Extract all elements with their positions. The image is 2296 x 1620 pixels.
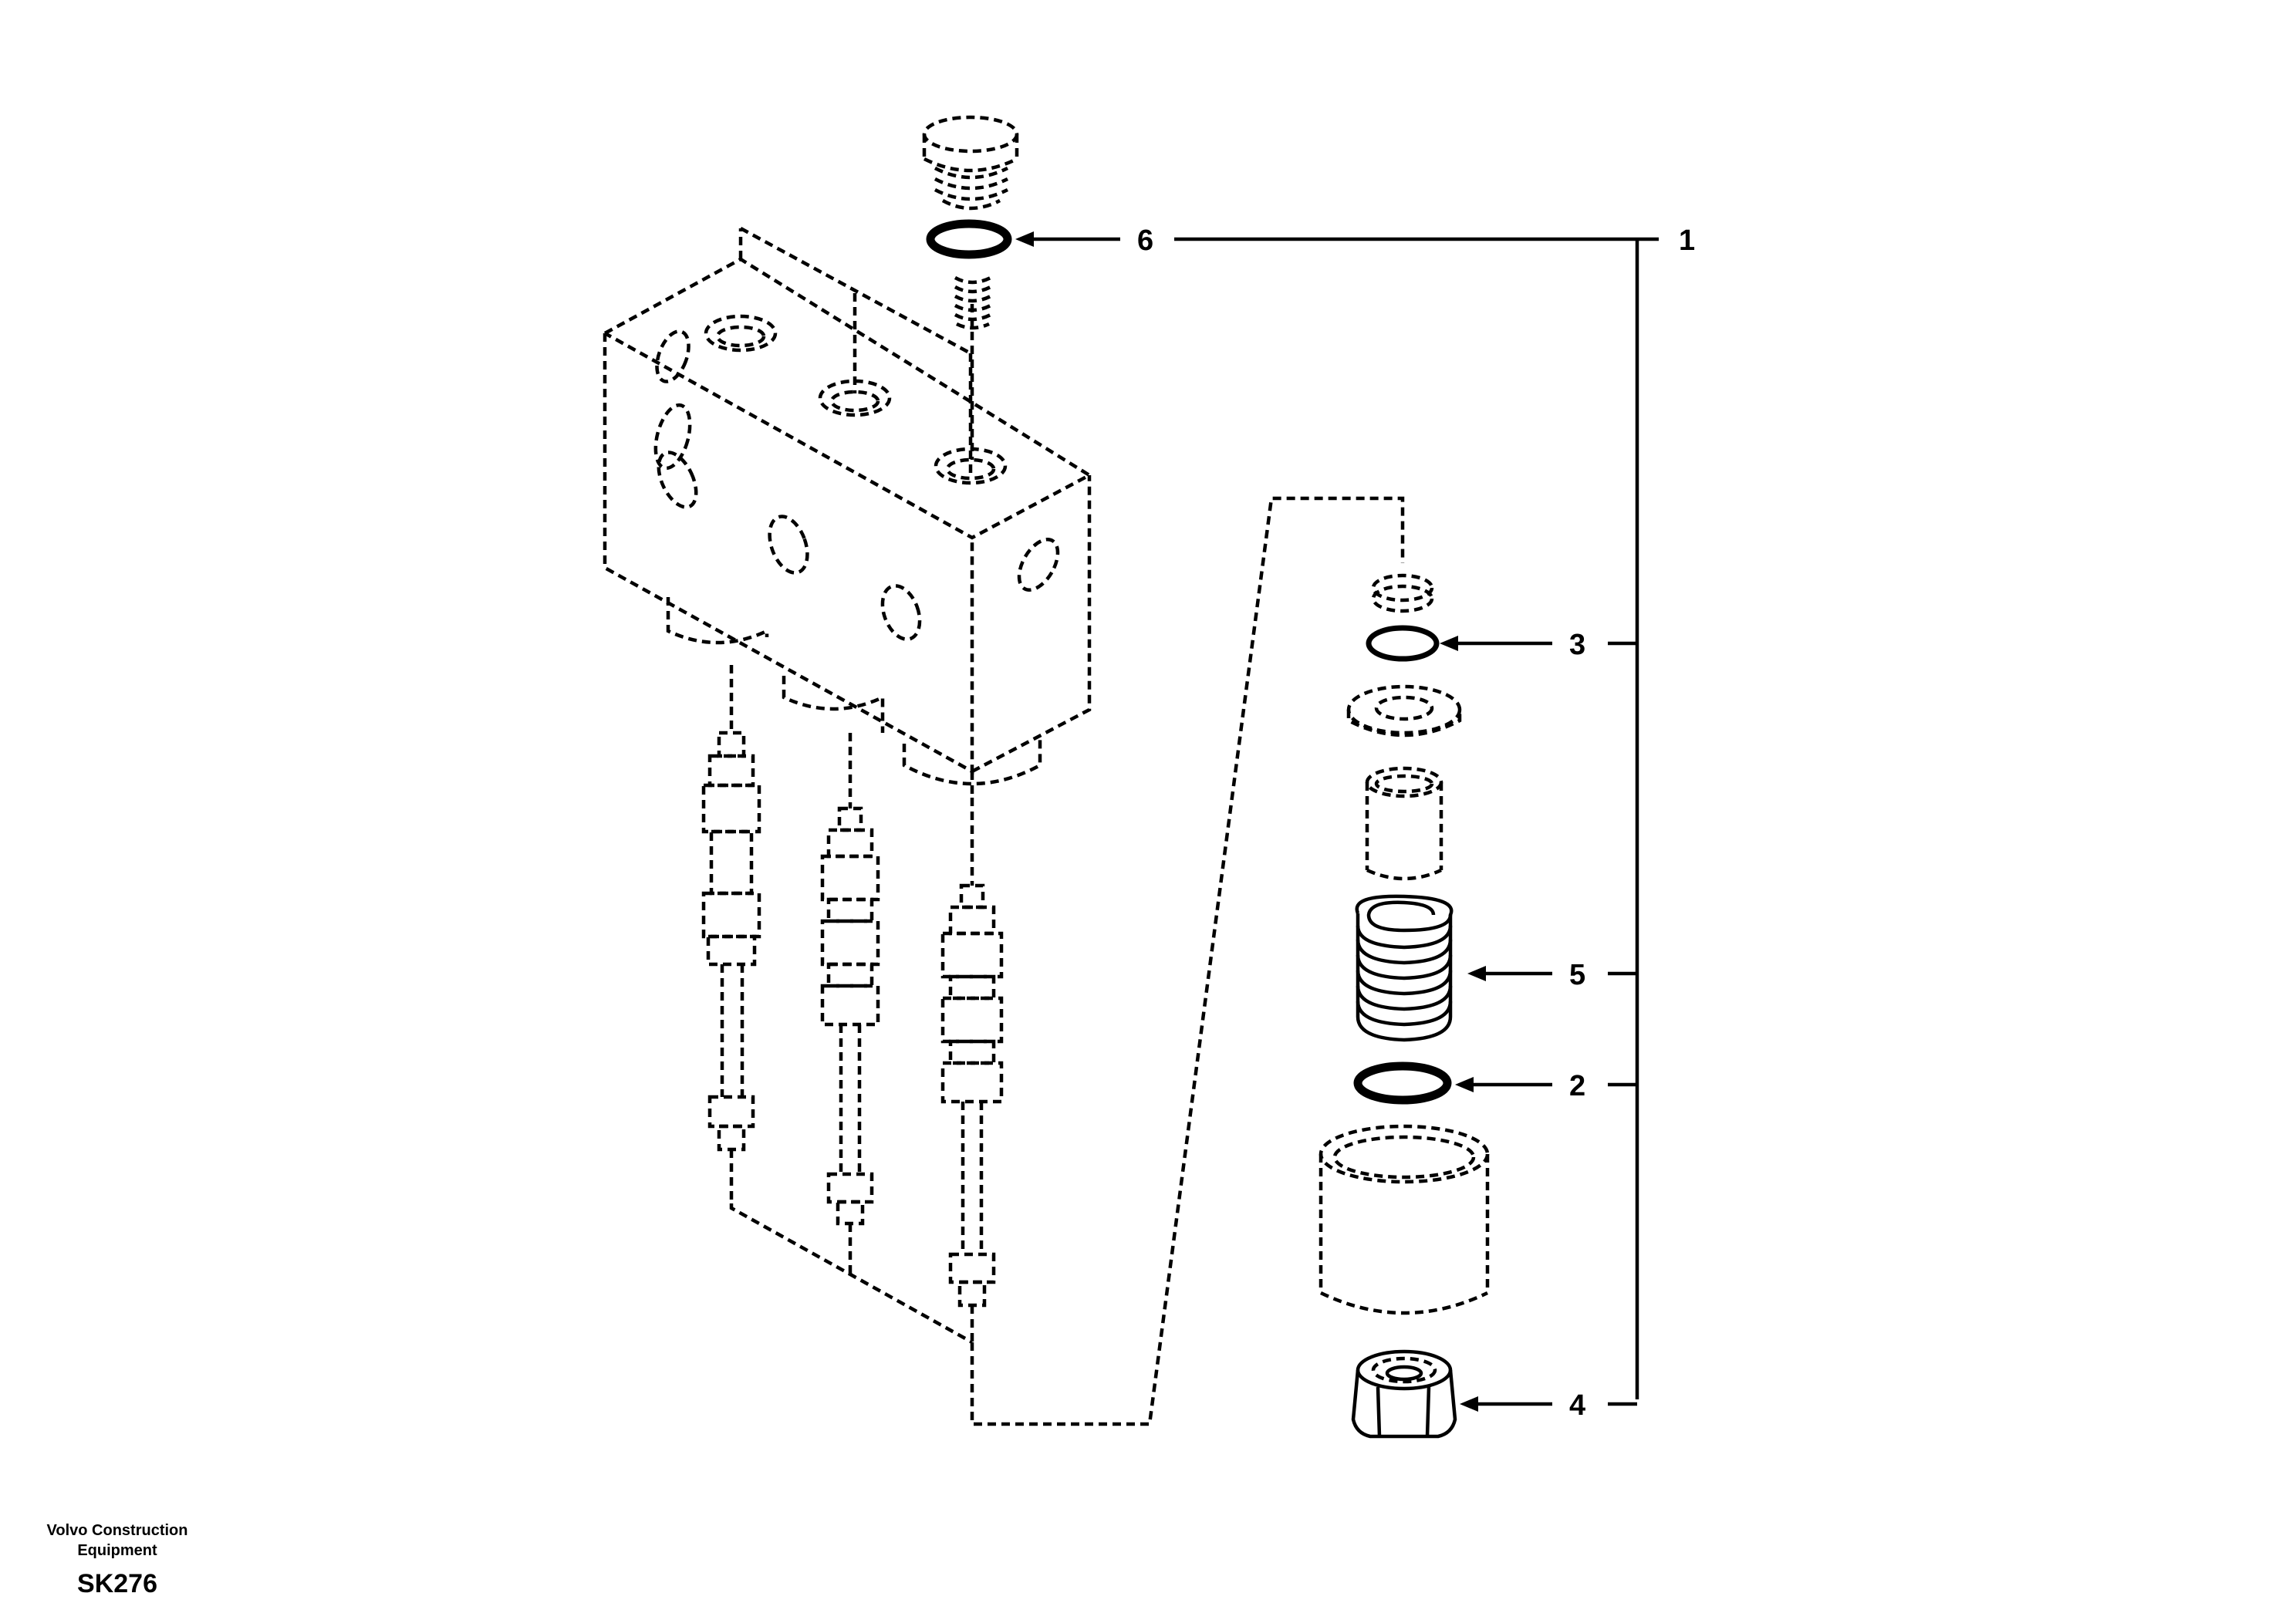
o-ring-6 <box>926 219 1012 259</box>
leader-5 <box>1467 966 1552 981</box>
top-plug <box>922 115 1019 211</box>
callout-3: 3 <box>1569 629 1585 661</box>
valve-block <box>603 227 1093 786</box>
leader-6 <box>1015 231 1637 247</box>
spring-5 <box>1355 894 1454 1042</box>
leader-2 <box>1455 1077 1552 1092</box>
leader-3 <box>1440 636 1552 651</box>
leader-4 <box>1460 1396 1552 1412</box>
callout-5: 5 <box>1569 959 1585 991</box>
diagram-code: SK276 <box>77 1569 157 1598</box>
spool-left <box>701 665 761 1203</box>
assembly-guide-lines <box>729 304 1405 1426</box>
callout-2: 2 <box>1569 1070 1585 1102</box>
spool-middle <box>820 733 880 1274</box>
callout-4: 4 <box>1569 1389 1585 1422</box>
seat-ring <box>1346 684 1462 737</box>
small-spring <box>954 275 992 330</box>
brand-line-1: Volvo Construction <box>47 1522 188 1539</box>
spool-right <box>940 798 1004 1342</box>
nut-4 <box>1351 1349 1457 1439</box>
small-washer <box>1371 573 1434 613</box>
o-ring-3 <box>1366 625 1440 662</box>
cup-housing <box>1319 1124 1490 1315</box>
sleeve <box>1365 766 1443 881</box>
brand-line-2: Equipment <box>77 1542 157 1559</box>
callout-6: 6 <box>1137 224 1153 257</box>
bracket-line <box>1608 237 1659 1406</box>
callout-1: 1 <box>1679 224 1695 257</box>
o-ring-2 <box>1353 1061 1452 1105</box>
